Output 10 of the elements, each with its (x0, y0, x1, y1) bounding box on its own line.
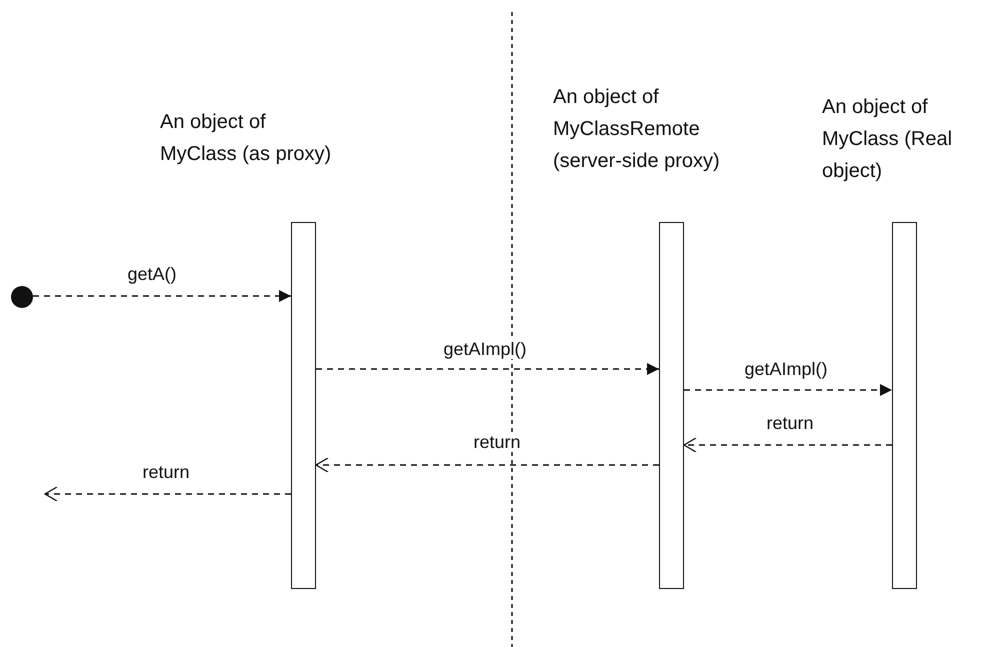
message-arrow (316, 363, 659, 375)
message-arrow (315, 457, 659, 473)
message-arrow (684, 384, 892, 396)
object-heading: An object of MyClass (as proxy) (160, 110, 332, 167)
message-arrow (33, 290, 291, 302)
message-arrow (683, 437, 892, 453)
message-arrow (44, 486, 291, 502)
start-dot (11, 286, 33, 308)
object-heading: An object of MyClassRemote (server-side proxy) (553, 85, 721, 174)
object-heading: An object of MyClass (Real object) (822, 95, 954, 184)
